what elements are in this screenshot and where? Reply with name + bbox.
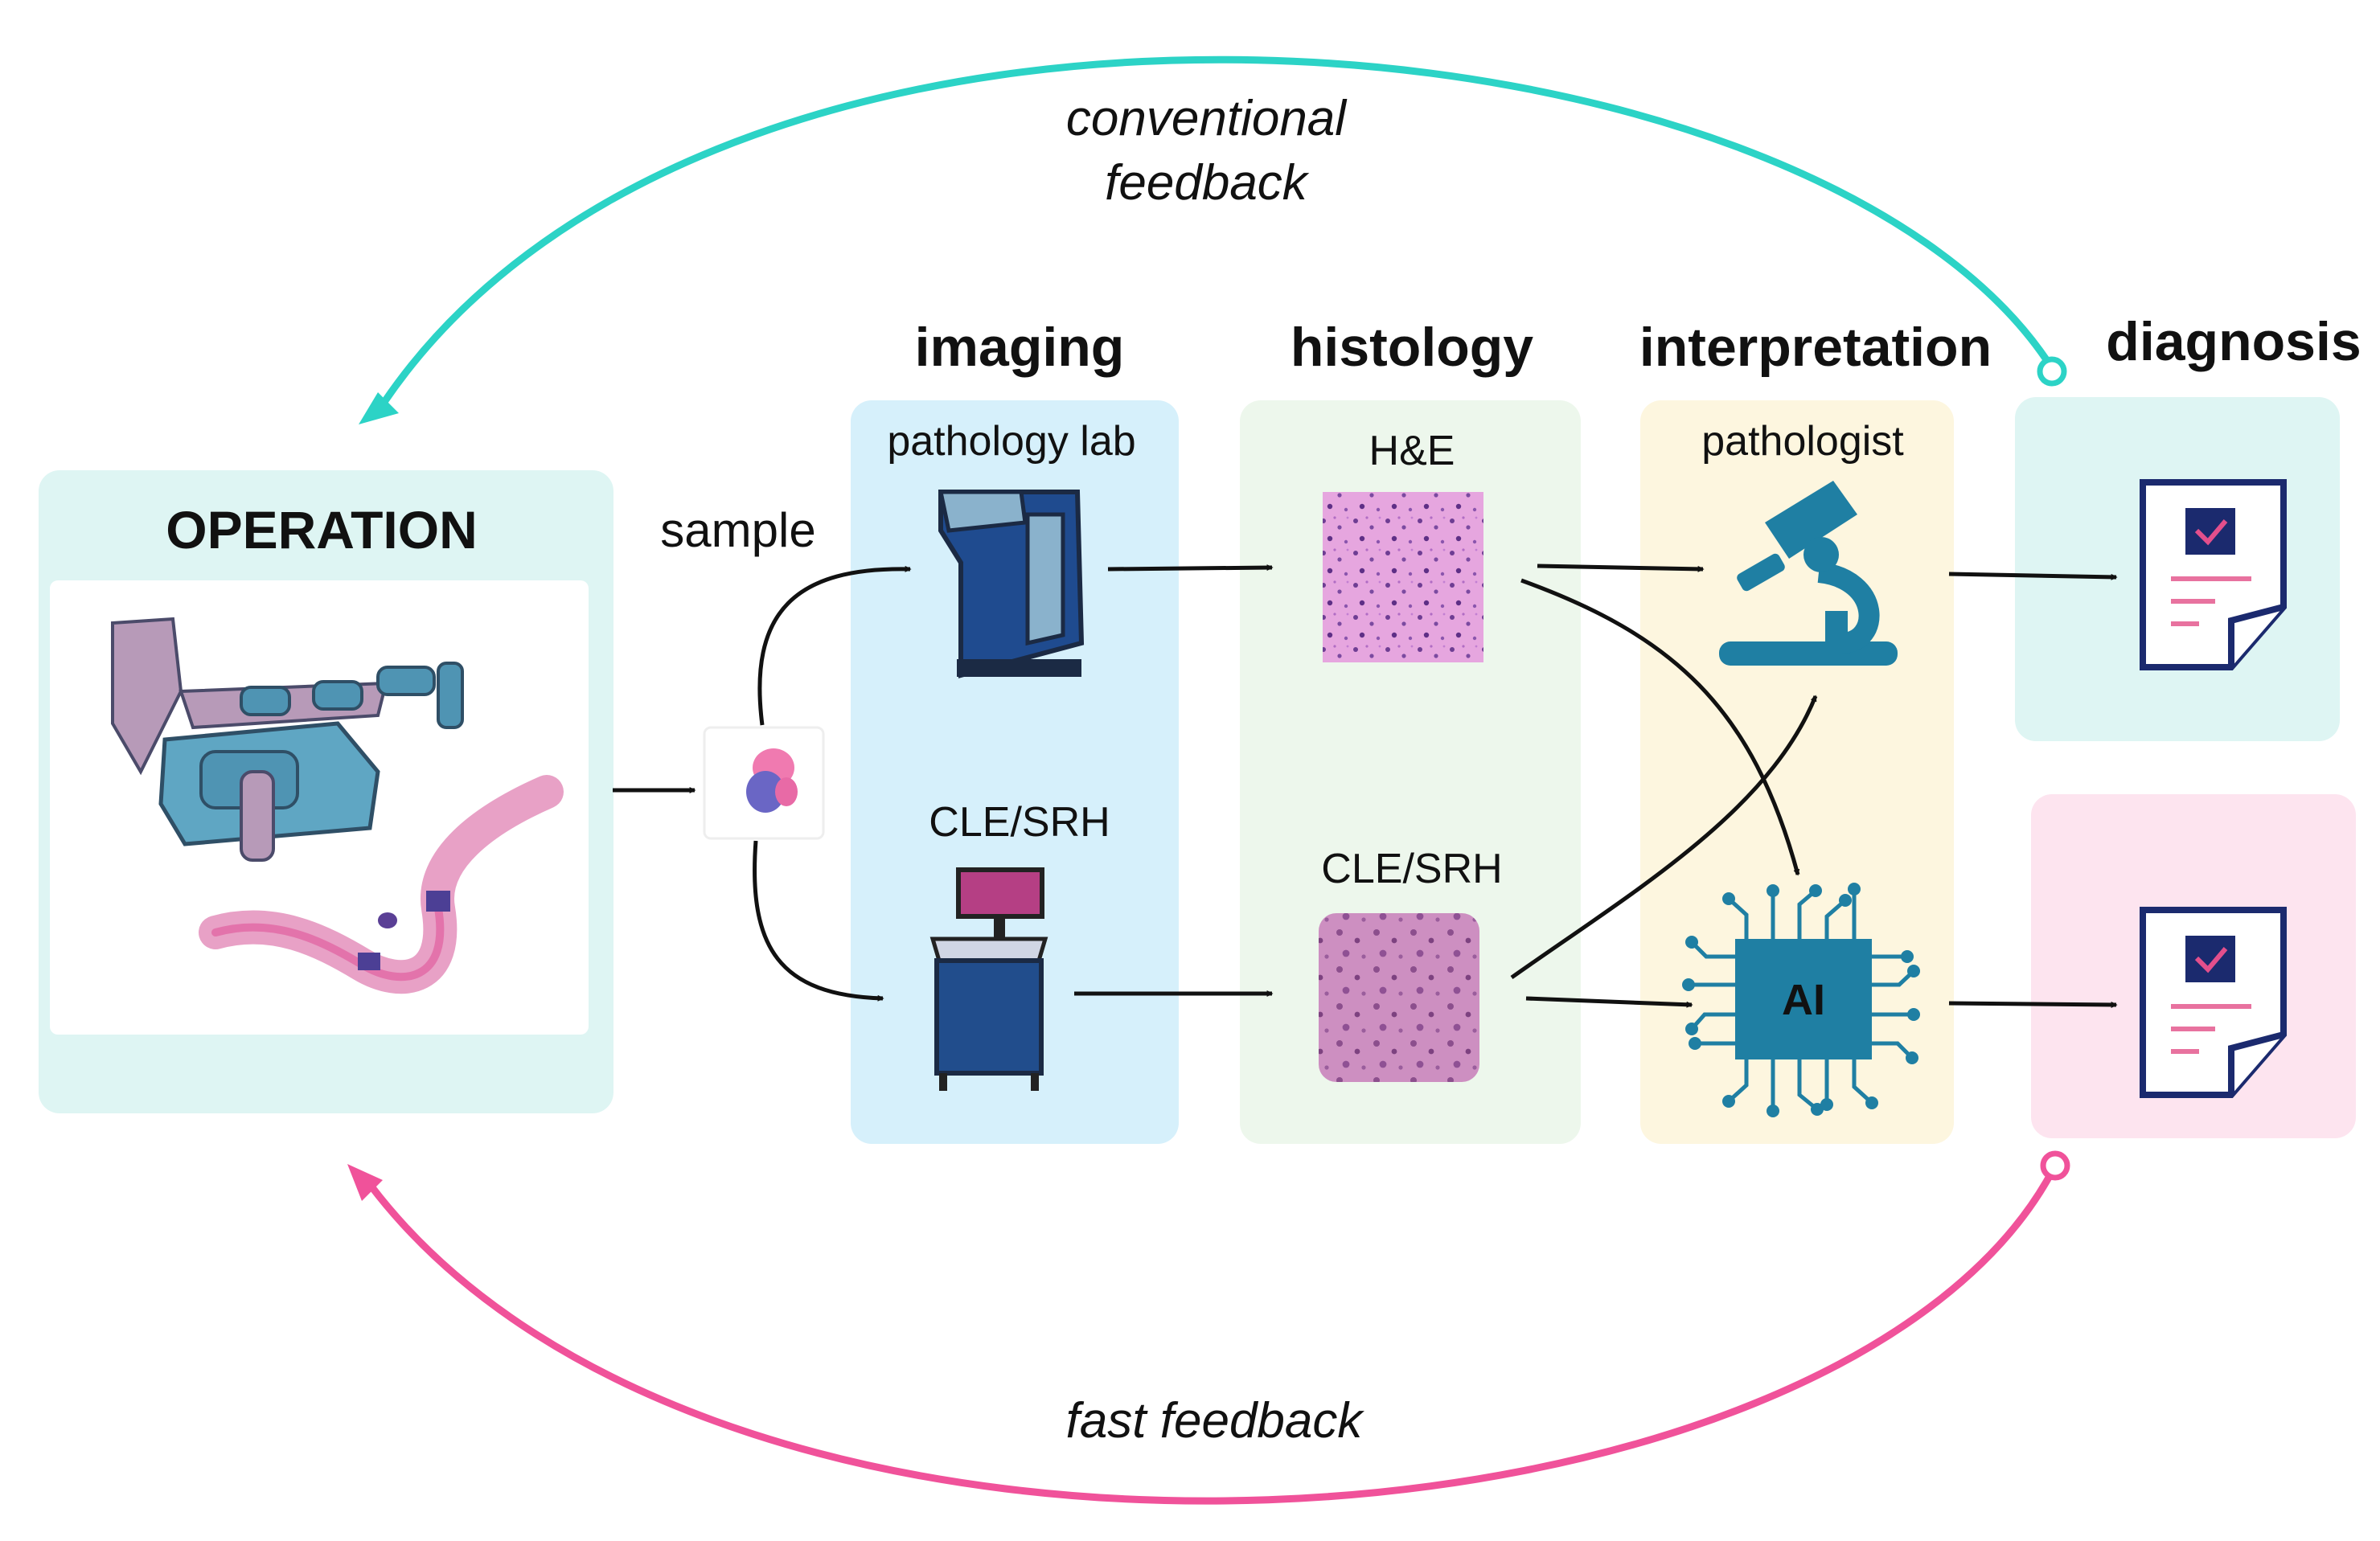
he-stained-tissue-icon [1323,492,1483,662]
imaging-bottom-label: CLE/SRH [929,799,1110,846]
conventional-feedback-arrowhead [359,392,399,424]
imaging-top-label: pathology lab [887,418,1135,465]
cle-srh-to-pathologist-arrow [1510,695,1818,980]
conventional-feedback-label-line1: conventional [1066,91,1348,146]
cle-srh-imaging-station-icon [929,867,1048,1091]
stage-header-imaging: imaging [915,317,1125,378]
sample-to-cle-srh-arrow [753,840,884,1002]
fast-feedback-label: fast feedback [1066,1393,1365,1449]
histology-bottom-label: CLE/SRH [1321,846,1502,892]
pathology-lab-to-he-arrow [1107,564,1274,572]
diagnosis-report-icon-fast [2140,907,2287,1098]
fast-feedback-origin [2040,1150,2070,1181]
fast-feedback-arrowhead [347,1164,383,1201]
sample-label: sample [660,503,815,557]
fast-feedback-arc [368,1163,2059,1505]
ai-to-diagnosis-arrow [1948,1001,2118,1008]
tissue-sample-icon [703,726,825,840]
he-to-ai-arrow [1520,578,1800,876]
cle-srh-to-ai-arrow [1525,996,1693,1008]
surgical-microscope-and-brain-icon [50,580,589,1035]
stage-header-histology: histology [1291,317,1533,378]
he-to-pathologist-arrow [1537,564,1705,572]
sample-to-pathology-lab-arrow [757,565,912,726]
conventional-feedback-origin [2037,356,2067,387]
slide-scanner-icon [938,490,1085,678]
diagnosis-report-icon-conventional [2140,479,2287,670]
microscope-icon [1719,481,1898,666]
imaging-panel [851,400,1179,1144]
interpretation-top-label: pathologist [1701,418,1904,465]
stage-header-diagnosis: diagnosis [2106,311,2361,372]
ai-chip-icon [1682,883,1920,1117]
stage-header-interpretation: interpretation [1639,317,1992,378]
conventional-feedback-label-line2: feedback [1105,155,1310,211]
conventional-feedback-arc [381,55,2055,404]
operation-title: OPERATION [166,500,477,559]
pathologist-to-diagnosis-arrow [1948,572,2118,580]
cle-srh-tissue-image-icon [1319,913,1479,1082]
ai-chip-label: AI [1782,976,1825,1024]
histology-top-label: H&E [1369,428,1455,474]
